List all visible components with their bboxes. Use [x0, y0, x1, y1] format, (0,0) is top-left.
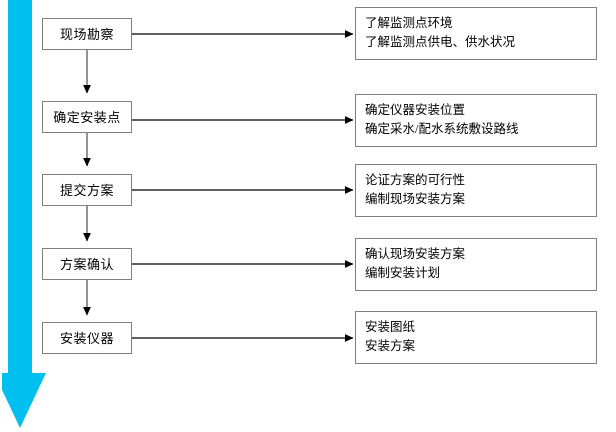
detail-box-install-instrument[interactable]: 安装图纸 安装方案 [355, 311, 597, 364]
detail-line: 确认现场安装方案 [365, 247, 466, 261]
detail-line: 论证方案的可行性 [365, 173, 466, 187]
detail-line: 编制安装计划 [365, 266, 441, 280]
downward-process-arrow-icon [2, 0, 46, 428]
detail-box-site-survey[interactable]: 了解监测点环境 了解监测点供电、供水状况 [355, 7, 597, 60]
detail-line: 了解监测点供电、供水状况 [365, 35, 516, 49]
detail-line: 安装图纸 [365, 320, 416, 334]
detail-line: 确定采水/配水系统敷设路线 [365, 122, 519, 136]
detail-box-determine-install-point[interactable]: 确定仪器安装位置 确定采水/配水系统敷设路线 [355, 94, 597, 147]
stage-box-submit-plan[interactable]: 提交方案 [42, 174, 132, 206]
detail-box-confirm-plan[interactable]: 确认现场安装方案 编制安装计划 [355, 238, 597, 291]
detail-line: 编制现场安装方案 [365, 192, 466, 206]
stage-label: 安装仪器 [59, 330, 114, 346]
detail-line: 了解监测点环境 [365, 16, 453, 30]
stage-box-install-instrument[interactable]: 安装仪器 [42, 322, 132, 354]
detail-line: 安装方案 [365, 339, 416, 353]
detail-line: 确定仪器安装位置 [365, 103, 466, 117]
stage-label: 现场勘察 [59, 26, 114, 42]
detail-box-submit-plan[interactable]: 论证方案的可行性 编制现场安装方案 [355, 164, 597, 217]
stage-box-confirm-plan[interactable]: 方案确认 [42, 248, 132, 280]
stage-label: 提交方案 [59, 182, 114, 198]
stage-box-site-survey[interactable]: 现场勘察 [42, 18, 132, 50]
stage-box-determine-install-point[interactable]: 确定安装点 [42, 101, 132, 133]
stage-label: 方案确认 [59, 256, 114, 272]
stage-label: 确定安装点 [53, 109, 121, 125]
